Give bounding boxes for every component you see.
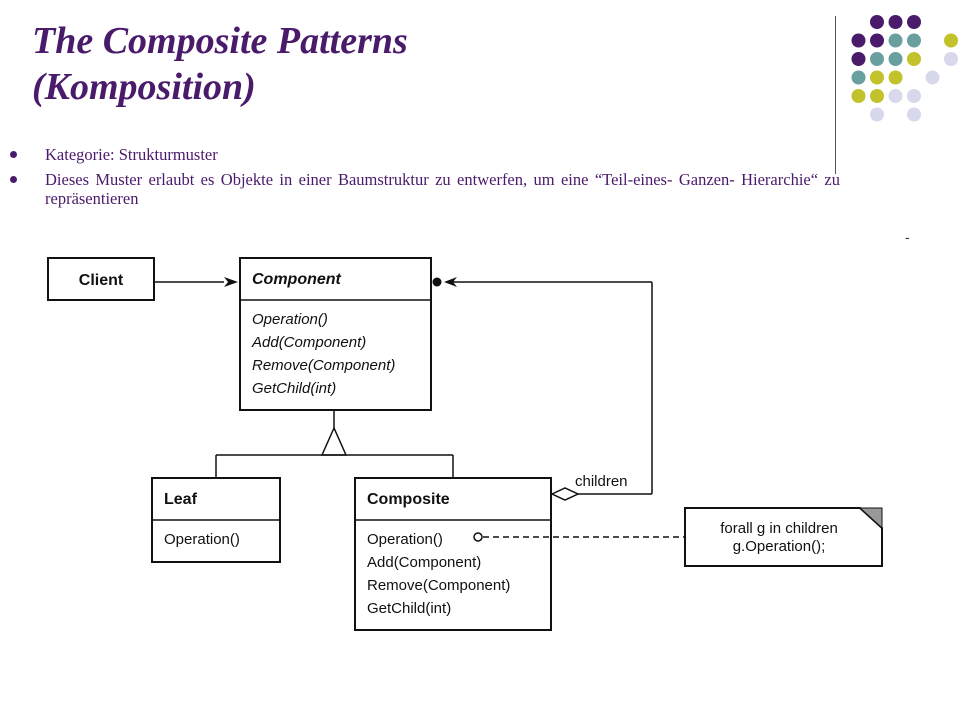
children-label: children — [575, 473, 628, 490]
component-op: Add(Component) — [251, 334, 366, 351]
note: forall g in children g.Operation(); — [684, 507, 883, 567]
bullet-text: Kategorie: Strukturmuster — [45, 145, 218, 164]
note-line1: forall g in children — [720, 520, 838, 537]
composite-op: Remove(Component) — [367, 577, 510, 594]
note-line2: g.Operation(); — [733, 538, 826, 555]
component-op: GetChild(int) — [252, 380, 336, 397]
note-link — [473, 532, 685, 542]
leaf-op: Operation() — [164, 531, 240, 548]
bullet-item: Kategorie: Strukturmuster — [10, 145, 840, 164]
bullet-icon — [10, 151, 17, 158]
component-class-name: Component — [252, 271, 342, 288]
composite-op: GetChild(int) — [367, 600, 451, 617]
composite-op: Operation() — [367, 531, 443, 548]
stray-dash: - — [905, 229, 910, 245]
bullet-text: Dieses Muster erlaubt es Objekte in eine… — [45, 170, 840, 208]
composite-class: Composite Operation() Add(Component) Rem… — [354, 477, 552, 631]
client-component-association — [154, 277, 238, 287]
client-class: Client — [47, 257, 155, 301]
children-aggregation: children — [432, 277, 653, 501]
leaf-class: Leaf Operation() — [151, 477, 281, 563]
multiplicity-dot-icon — [432, 277, 442, 287]
slide-title: The Composite Patterns (Komposition) — [32, 18, 408, 110]
slide-title-line1: The Composite Patterns — [32, 20, 408, 62]
client-class-name: Client — [79, 272, 124, 289]
decorative-divider — [835, 16, 836, 174]
composite-op: Add(Component) — [367, 554, 481, 571]
bullet-item: Dieses Muster erlaubt es Objekte in eine… — [10, 170, 840, 208]
inheritance-connector — [215, 410, 454, 478]
leaf-class-name: Leaf — [164, 491, 198, 508]
component-op: Operation() — [252, 311, 328, 328]
composite-class-name: Composite — [367, 491, 450, 508]
component-class: Component Operation() Add(Component) Rem… — [239, 257, 432, 411]
bullet-icon — [10, 176, 17, 183]
component-op: Remove(Component) — [252, 357, 395, 374]
slide-title-line2: (Komposition) — [32, 66, 256, 108]
bullet-list: Kategorie: Strukturmuster Dieses Muster … — [10, 145, 840, 214]
